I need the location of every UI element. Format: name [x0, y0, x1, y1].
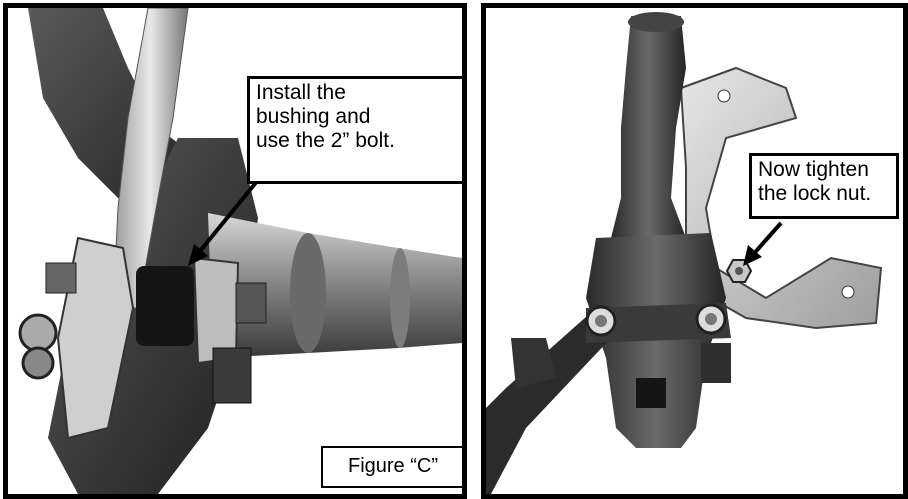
callout-line-1: Now tighten [758, 158, 869, 181]
figure-label: Figure “C” [321, 446, 462, 488]
left-photo-panel: Install the bushing and use the 2” bolt.… [3, 3, 467, 499]
spindle-bushing-photo [18, 8, 462, 494]
tighten-lock-nut-callout: Now tighten the lock nut. [749, 153, 899, 219]
spindle-bracket-photo [486, 12, 883, 494]
callout-line-2: the lock nut. [758, 182, 872, 205]
callout-line-1: Install the [256, 81, 346, 104]
callout-line-2: bushing and [256, 105, 371, 128]
install-bushing-callout: Install the bushing and use the 2” bolt. [247, 76, 462, 184]
callout-line-3: use the 2” bolt. [256, 129, 395, 152]
right-photo-panel: Now tighten the lock nut. [481, 3, 908, 499]
